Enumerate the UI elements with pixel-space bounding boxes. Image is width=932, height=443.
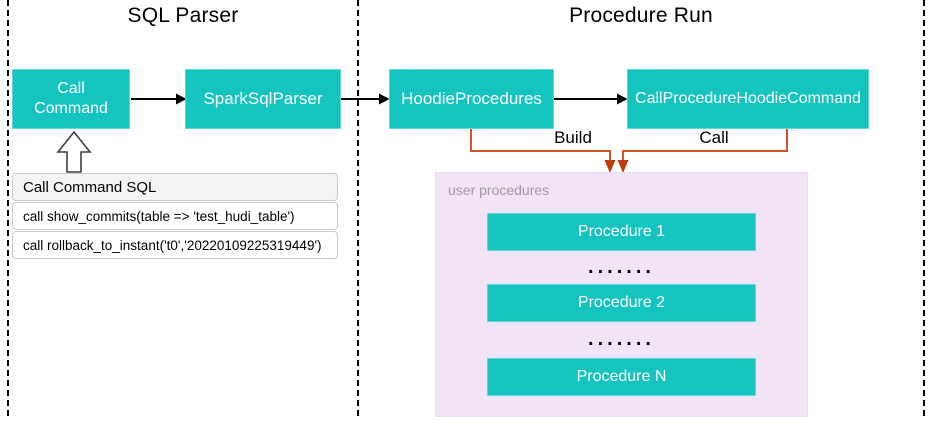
user-procedures-panel-label: user procedures — [448, 182, 550, 198]
section-title-procedure-run: Procedure Run — [569, 4, 713, 27]
section-divider-middle — [357, 0, 359, 416]
flow-arrow-parser-to-hoodieprocedures — [341, 93, 390, 105]
node-spark-sql-parser: SparkSqlParser — [185, 69, 341, 129]
procedure-n-label: Procedure N — [576, 368, 667, 385]
sql-table-header: Call Command SQL — [12, 173, 338, 201]
flow-arrow-hoodieprocedures-to-command — [554, 93, 628, 105]
node-call-command-label: Call Command — [34, 80, 108, 117]
procedure-2-label: Procedure 2 — [577, 294, 666, 311]
node-call-command: Call Command — [12, 69, 130, 129]
node-call-procedure-hoodie-command-label: CallProcedureHoodieCommand — [635, 90, 861, 107]
procedure-n-box: Procedure N — [487, 358, 756, 396]
sql-example-show-commits: call show_commits(table => 'test_hudi_ta… — [23, 208, 295, 224]
section-divider-left — [7, 0, 9, 416]
hollow-up-arrow — [56, 130, 92, 173]
sql-example-rollback-to-instant: call rollback_to_instant('t0','202201092… — [23, 237, 322, 253]
build-edge-label: Build — [554, 128, 592, 147]
flow-arrow-callcommand-to-parser — [131, 93, 187, 105]
node-hoodie-procedures-label: HoodieProcedures — [401, 89, 542, 109]
node-spark-sql-parser-label: SparkSqlParser — [203, 89, 323, 109]
procedure-1-label: Procedure 1 — [577, 223, 666, 240]
node-call-procedure-hoodie-command: CallProcedureHoodieCommand — [627, 69, 869, 129]
node-hoodie-procedures: HoodieProcedures — [389, 69, 554, 129]
procedure-1-box: Procedure 1 — [487, 213, 756, 251]
procedures-ellipsis: ....... — [588, 328, 655, 350]
user-procedures-panel: user procedures Procedure 1 ....... Proc… — [435, 172, 808, 417]
procedures-ellipsis: ....... — [588, 256, 655, 278]
section-title-sql-parser: SQL Parser — [127, 4, 239, 27]
sql-table-row: call rollback_to_instant('t0','202201092… — [12, 231, 338, 259]
sql-table-header-label: Call Command SQL — [23, 178, 157, 196]
section-divider-right — [923, 0, 925, 416]
sql-table-row: call show_commits(table => 'test_hudi_ta… — [12, 202, 338, 230]
procedure-2-box: Procedure 2 — [487, 284, 756, 322]
call-edge-label: Call — [699, 128, 729, 147]
